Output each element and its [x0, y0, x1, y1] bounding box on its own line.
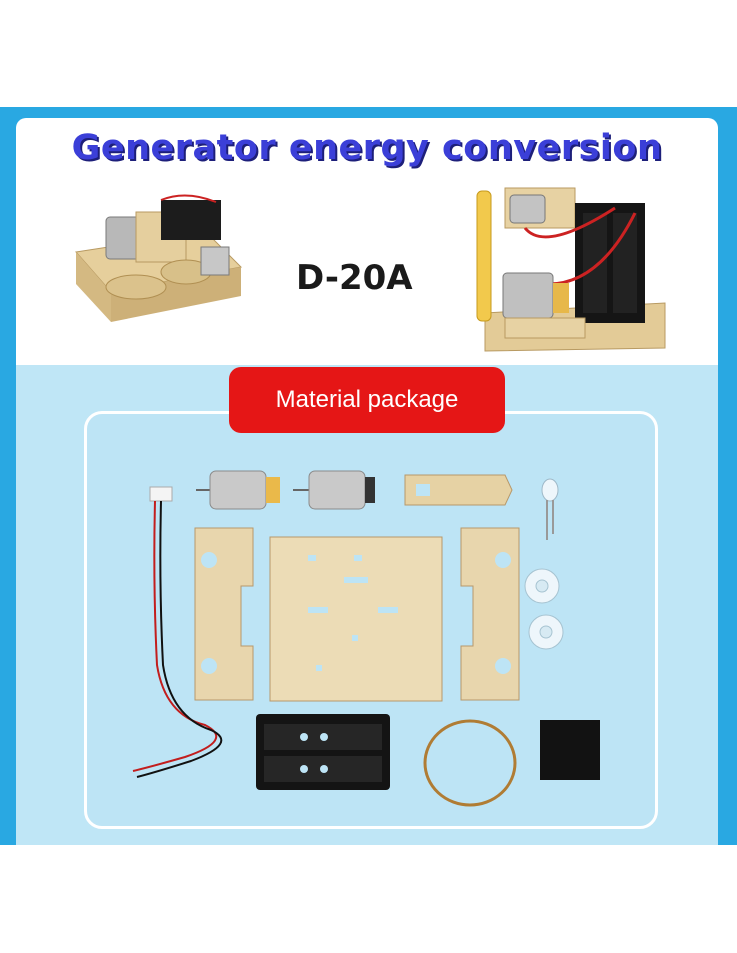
wood-side-panel-left	[193, 526, 255, 702]
assembled-kit-side-image	[465, 183, 675, 355]
wood-lever-piece	[400, 470, 518, 510]
gear-wheel-icon	[522, 566, 562, 606]
page-title: Generator energy conversion	[71, 128, 663, 168]
wood-side-panel-right	[459, 526, 521, 702]
motor-icon	[293, 465, 383, 515]
wire-icon	[125, 485, 255, 785]
rubber-band-icon	[420, 716, 520, 810]
assembled-kit-front-image	[66, 192, 244, 342]
material-package-badge: Material package	[229, 367, 505, 433]
foam-pad-icon	[538, 718, 602, 782]
led-icon	[538, 478, 562, 544]
gear-wheel-icon	[526, 612, 566, 652]
model-label: D-20A	[296, 258, 413, 298]
wood-base-plate	[268, 535, 444, 703]
battery-holder-icon	[254, 712, 392, 792]
motor-icon	[196, 465, 296, 515]
